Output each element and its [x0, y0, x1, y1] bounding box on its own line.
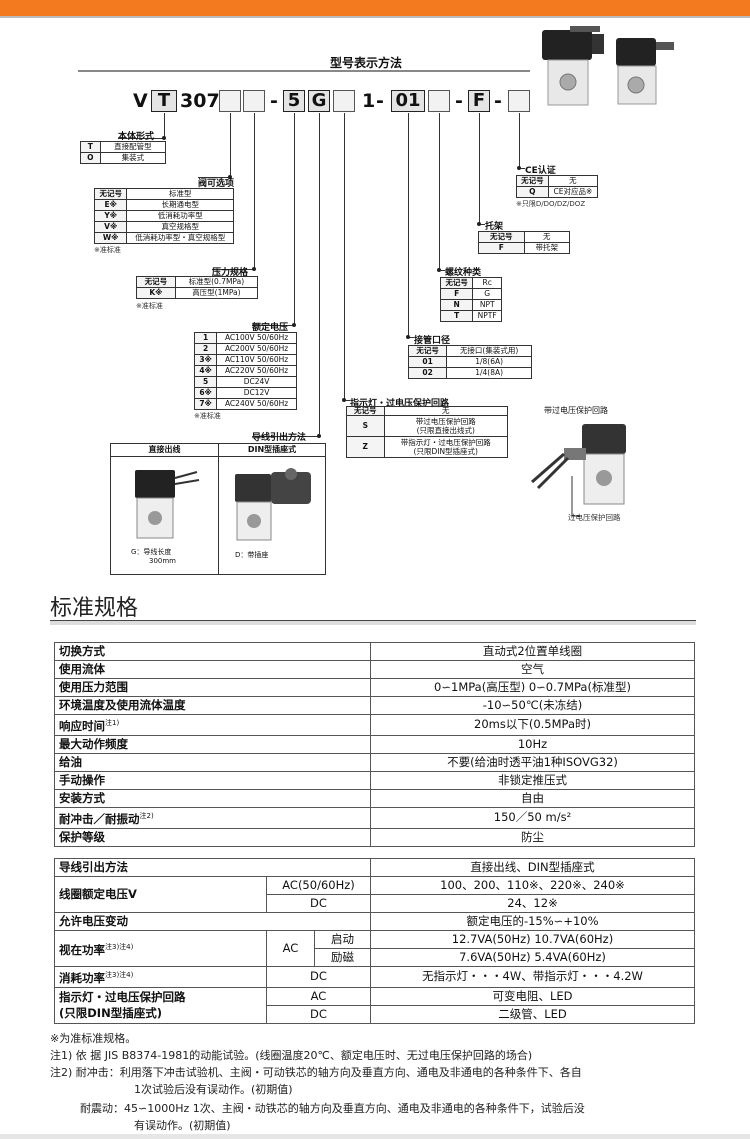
ce-note: ※只限D/DO/DZ/DOZ — [516, 200, 586, 208]
table-row: 允许电压变动额定电压的-15%∽+10% — [54, 912, 695, 931]
spec-section-title: 标准规格 — [50, 596, 139, 621]
spec-title-bar — [50, 621, 696, 625]
voltage-label: 额定电压 — [252, 323, 289, 333]
table-row: 耐冲击／耐振动注2)150／50 m/s² — [54, 806, 695, 829]
ce-label: CE认证 — [525, 166, 556, 176]
code-t: T — [151, 90, 177, 112]
code-1: 1 — [362, 90, 376, 112]
table-row: 切换方式直动式2位置单线圈 — [54, 642, 695, 661]
din-plug-caption: D：带插座 — [235, 551, 269, 559]
code-307: 307 — [180, 90, 220, 112]
table-row: 导线引出方法直接出线、DIN型插座式 — [54, 858, 695, 877]
spec-title-underline — [50, 620, 696, 621]
valve-option-label: 阀可选项 — [198, 179, 235, 189]
footnote-1: 注1) 依 据 JIS B8374-1981的动能试验。(线圈温度20℃、额定电… — [50, 1049, 533, 1062]
wire-method-box: 直接出线 DIN型插座式 G：导线长度 300mm D：带插座 — [110, 443, 326, 575]
din-plug-valve-image — [235, 468, 311, 541]
code-dash-3: - — [455, 90, 463, 112]
footnote-2: 注2) 耐冲击：利用落下冲击试验机、主阀・可动铁芯的轴方向及垂直方向、通电及非通… — [50, 1066, 582, 1079]
valve-option-table: 无记号标准型 E※长期通电型 Y※低消耗功率型 V※真空规格型 W※低消耗功率型… — [93, 188, 234, 244]
top-divider — [0, 16, 750, 18]
wire-col-din: DIN型插座式 — [219, 444, 325, 457]
pressure-label: 压力规格 — [212, 268, 249, 278]
code-dash-4: - — [494, 90, 502, 112]
direct-wire-caption-2: 300mm — [149, 557, 176, 565]
table-row: 使用流体空气 — [54, 660, 695, 679]
code-box-indicator — [333, 90, 355, 112]
table-row: 环境温度及使用流体温度-10∽50℃(未冻结) — [54, 696, 695, 715]
pressure-note: ※准标准 — [136, 302, 163, 310]
table-row: 手动操作非锁定推压式 — [54, 770, 695, 790]
code-box-option — [219, 90, 241, 112]
body-form-label: 本体形式 — [118, 132, 155, 142]
indicator-label: 指示灯・过电压保护回路 — [350, 399, 450, 409]
direct-wire-caption-1: G：导线长度 — [131, 548, 172, 556]
voltage-note: ※准标准 — [194, 412, 221, 420]
protect-image-caption: 过电压保护回路 — [568, 513, 621, 522]
top-accent-bar — [0, 0, 750, 16]
code-box-ce — [508, 90, 530, 112]
valve-option-note: ※准标准 — [94, 246, 121, 254]
table-row: 响应时间注1)20ms以下(0.5MPa时) — [54, 714, 695, 736]
protect-circuit-valve-image — [531, 424, 626, 517]
code-5: 5 — [283, 90, 305, 112]
table-row: 给油不要(给油时透平油1种ISOVG32) — [54, 752, 695, 772]
table-row: 保护等级防尘 — [54, 827, 695, 847]
thread-type-label: 螺纹种类 — [445, 268, 482, 278]
wire-col-direct: 直接出线 — [111, 444, 219, 457]
model-section-underline — [78, 70, 530, 72]
valve-photo-1 — [542, 26, 604, 106]
bracket-label: 托架 — [485, 222, 504, 232]
valve-photo-2 — [616, 38, 674, 105]
code-box-pressure — [243, 90, 265, 112]
direct-wire-valve-image — [135, 470, 200, 539]
model-section-title: 型号表示方法 — [330, 56, 403, 70]
code-g: G — [308, 90, 330, 112]
port-size-label: 接管口径 — [414, 336, 451, 346]
bottom-divider — [0, 1134, 750, 1139]
code-v: V — [133, 90, 148, 112]
code-dash-2: - — [376, 90, 384, 112]
footnote-standard: ※为准标准规格。 — [50, 1032, 137, 1045]
pressure-table: 无记号标准型(0.7MPa) K※高压型(1MPa) — [136, 276, 259, 299]
table-row: 安装方式自由 — [54, 788, 695, 808]
footnote-vibration: 耐震动：45∽1000Hz 1次、主阀・动铁芯的轴方向及垂直方向、通电及非通电的… — [80, 1102, 585, 1115]
wire-method-label: 导线引出方法 — [252, 433, 307, 443]
footnote-vibration-cont: 有误动作。(初期值) — [134, 1119, 231, 1132]
code-f: F — [468, 90, 490, 112]
code-dash-1: - — [270, 90, 278, 112]
code-box-thread — [428, 90, 450, 112]
code-01: 01 — [391, 90, 425, 112]
footnote-2-cont: 1次试验后没有误动作。(初期值) — [134, 1083, 293, 1096]
protect-image-title: 带过电压保护回路 — [544, 406, 608, 415]
